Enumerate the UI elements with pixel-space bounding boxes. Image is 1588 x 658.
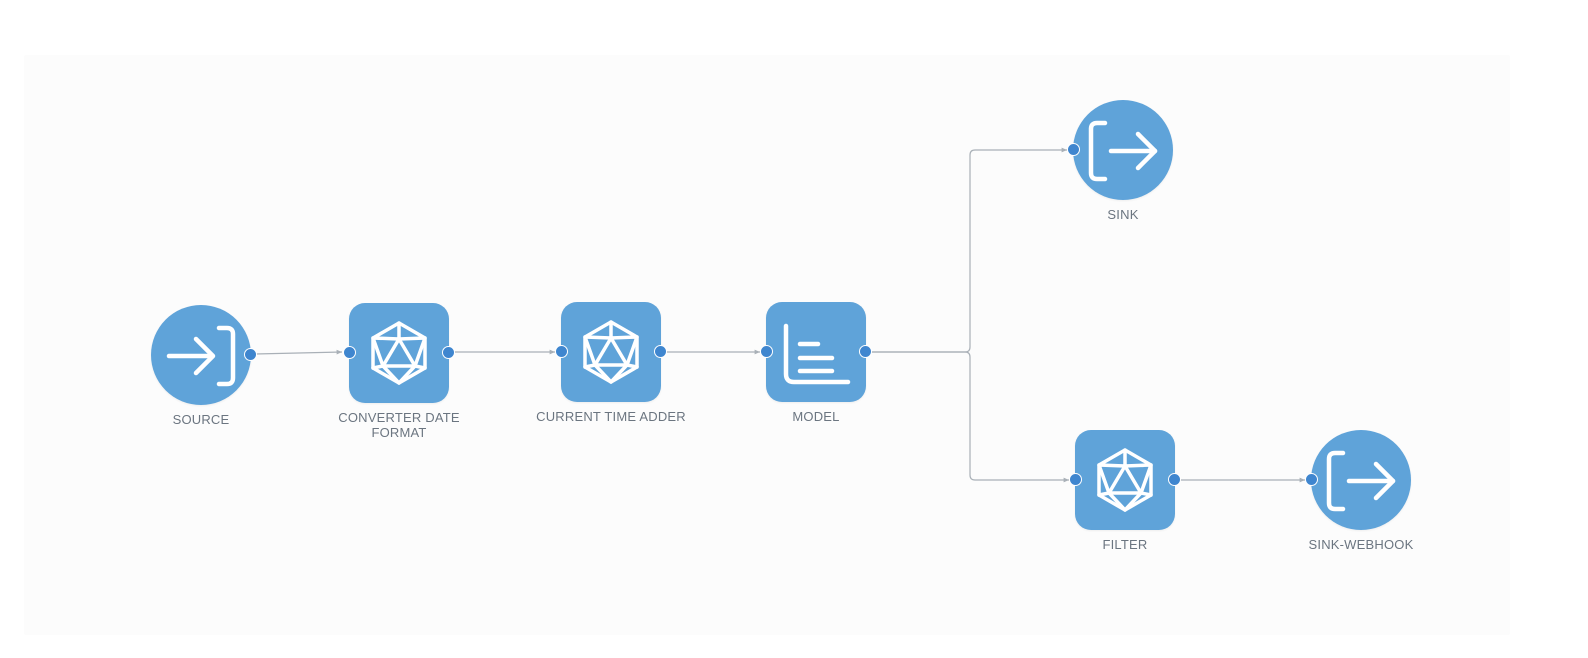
- node-model[interactable]: [760, 302, 872, 402]
- node-sink-webhook-label: SINK-WEBHOOK: [1308, 537, 1414, 552]
- node-current-time-adder-label: CURRENT TIME ADDER: [536, 409, 686, 424]
- converter-date-format-input-port[interactable]: [343, 346, 356, 359]
- connection-model-to-sink[interactable]: [870, 147, 1067, 353]
- sink-input-port[interactable]: [1067, 143, 1080, 156]
- model-chart-icon: [783, 323, 851, 385]
- node-sink[interactable]: [1067, 100, 1173, 200]
- node-filter[interactable]: [1069, 430, 1181, 530]
- node-filter-label: FILTER: [1102, 537, 1148, 552]
- source-output-port[interactable]: [244, 348, 257, 361]
- model-output-port[interactable]: [859, 345, 872, 358]
- node-source[interactable]: [151, 305, 257, 405]
- node-model-label: MODEL: [792, 409, 840, 424]
- node-sink-label: SINK: [1107, 207, 1139, 222]
- filter-output-port[interactable]: [1168, 473, 1181, 486]
- current-time-adder-output-port[interactable]: [654, 345, 667, 358]
- icosahedron-icon: [371, 321, 427, 385]
- converter-date-format-output-port[interactable]: [442, 346, 455, 359]
- sink-arrow-out-icon: [1088, 120, 1158, 182]
- sink-arrow-out-icon: [1326, 450, 1396, 512]
- filter-input-port[interactable]: [1069, 473, 1082, 486]
- connection-source-to-converter-date-format[interactable]: [254, 349, 343, 355]
- source-arrow-in-icon: [166, 325, 236, 387]
- icosahedron-icon: [1097, 448, 1153, 512]
- node-source-label: SOURCE: [172, 412, 230, 427]
- connection-model-to-filter[interactable]: [870, 351, 1069, 483]
- node-current-time-adder[interactable]: [555, 302, 667, 402]
- sink-webhook-input-port[interactable]: [1305, 473, 1318, 486]
- model-input-port[interactable]: [760, 345, 773, 358]
- current-time-adder-input-port[interactable]: [555, 345, 568, 358]
- icosahedron-icon: [583, 320, 639, 384]
- node-converter-date-format-label: CONVERTER DATE FORMAT: [338, 410, 460, 440]
- node-converter-date-format[interactable]: [343, 303, 455, 403]
- node-sink-webhook[interactable]: [1305, 430, 1411, 530]
